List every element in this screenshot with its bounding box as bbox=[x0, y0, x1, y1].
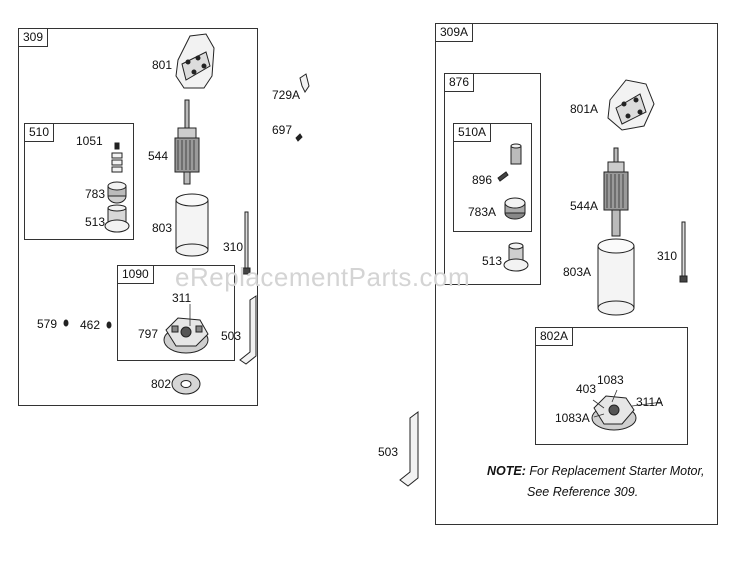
part-544 bbox=[174, 99, 200, 185]
part-729A bbox=[299, 73, 310, 93]
watermark: eReplacementParts.com bbox=[175, 262, 471, 292]
label-503: 503 bbox=[221, 329, 242, 343]
part-896 bbox=[497, 171, 509, 182]
part-797 bbox=[163, 317, 209, 354]
part-544A bbox=[603, 147, 629, 237]
part-513b bbox=[503, 242, 529, 272]
group-510: 510 bbox=[24, 123, 134, 240]
group-309-tag: 309 bbox=[19, 29, 49, 47]
label-797: 797 bbox=[138, 327, 159, 341]
part-503b bbox=[399, 411, 419, 487]
group-876: 876 bbox=[444, 73, 541, 285]
leader-lines bbox=[189, 304, 663, 418]
note-text-1: For Replacement Starter Motor, bbox=[529, 464, 705, 478]
group-1090: 1090 bbox=[117, 265, 235, 361]
label-697: 697 bbox=[272, 123, 293, 137]
label-503b: 503 bbox=[378, 445, 399, 459]
part-783A bbox=[504, 197, 526, 220]
label-403: 403 bbox=[576, 382, 597, 396]
part-801A bbox=[607, 79, 655, 131]
label-513b: 513 bbox=[482, 254, 503, 268]
part-803 bbox=[175, 193, 209, 257]
label-803: 803 bbox=[152, 221, 173, 235]
group-876-tag: 876 bbox=[445, 74, 475, 92]
group-510A: 510A bbox=[453, 123, 532, 232]
label-311A: 311A bbox=[636, 395, 664, 409]
label-729A: 729A bbox=[272, 88, 301, 102]
group-510A-tag: 510A bbox=[454, 124, 492, 142]
label-311: 311 bbox=[172, 291, 192, 305]
group-309A: 309A bbox=[435, 23, 718, 525]
part-802A-plate bbox=[591, 395, 637, 431]
label-544: 544 bbox=[148, 149, 169, 163]
group-309: 309 bbox=[18, 28, 258, 406]
part-310 bbox=[242, 211, 251, 275]
group-1090-tag: 1090 bbox=[118, 266, 154, 284]
part-697 bbox=[295, 133, 303, 142]
label-783: 783 bbox=[85, 187, 106, 201]
part-503 bbox=[239, 295, 257, 365]
label-513: 513 bbox=[85, 215, 106, 229]
part-579 bbox=[63, 319, 69, 327]
replacement-note: NOTE: For Replacement Starter Motor, See… bbox=[487, 461, 704, 503]
label-310b: 310 bbox=[657, 249, 678, 263]
group-802A: 802A bbox=[535, 327, 688, 445]
part-801-end-cap bbox=[175, 33, 215, 89]
part-310b bbox=[679, 221, 688, 283]
label-801: 801 bbox=[152, 58, 173, 72]
part-803A bbox=[597, 238, 635, 316]
part-510A-pinion bbox=[510, 143, 522, 165]
part-783 bbox=[107, 181, 127, 204]
group-309A-tag: 309A bbox=[436, 24, 474, 42]
note-line-1: NOTE: For Replacement Starter Motor, bbox=[487, 461, 704, 482]
label-802: 802 bbox=[151, 377, 172, 391]
part-462 bbox=[106, 321, 112, 329]
label-462: 462 bbox=[80, 318, 101, 332]
label-801A: 801A bbox=[570, 102, 599, 116]
group-510-tag: 510 bbox=[25, 124, 55, 142]
label-1083: 1083 bbox=[597, 373, 624, 387]
label-310: 310 bbox=[223, 240, 244, 254]
label-1083A: 1083A bbox=[555, 411, 590, 425]
note-line-2: See Reference 309. bbox=[527, 485, 639, 499]
note-prefix: NOTE: bbox=[487, 464, 526, 478]
label-544A: 544A bbox=[570, 199, 599, 213]
part-1051 bbox=[111, 142, 123, 173]
label-803A: 803A bbox=[563, 265, 592, 279]
label-1051: 1051 bbox=[76, 134, 103, 148]
label-579: 579 bbox=[37, 317, 58, 331]
label-783A: 783A bbox=[468, 205, 497, 219]
label-896: 896 bbox=[472, 173, 493, 187]
part-513 bbox=[104, 204, 130, 233]
part-802 bbox=[171, 373, 201, 395]
group-802A-tag: 802A bbox=[536, 328, 574, 346]
